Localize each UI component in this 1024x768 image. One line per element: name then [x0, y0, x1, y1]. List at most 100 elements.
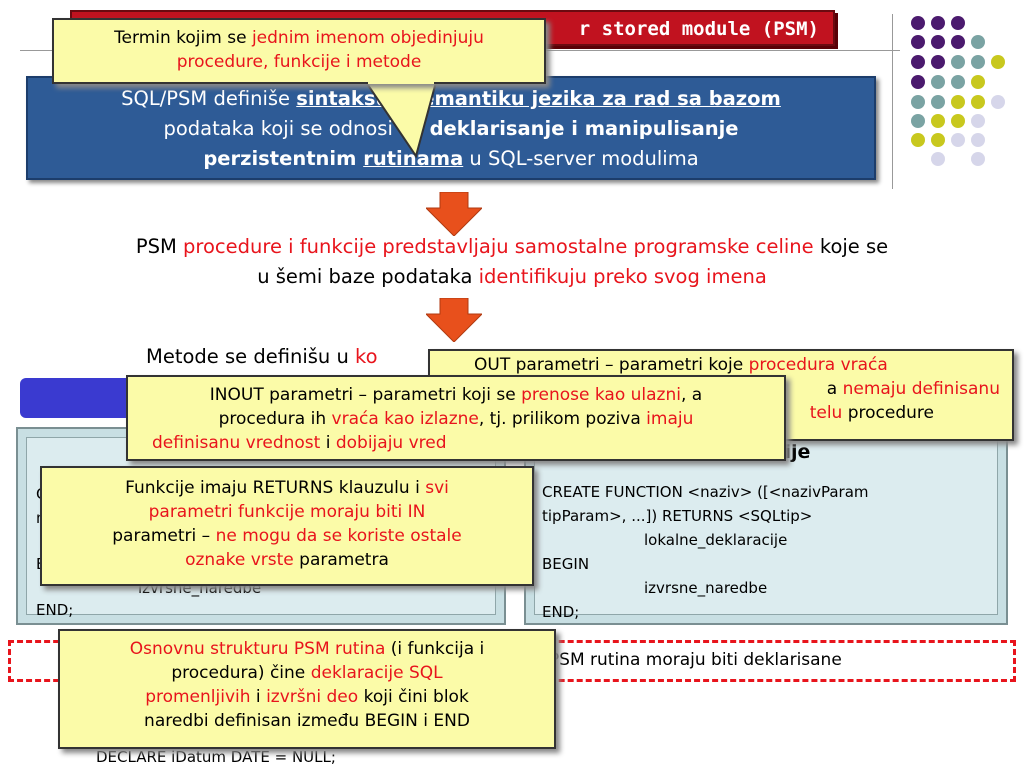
text: parametra	[293, 550, 389, 570]
dot	[971, 114, 985, 128]
dot	[951, 55, 965, 69]
text: (i funkcija i	[385, 639, 485, 659]
methods-paragraph: Metode se definišu u ko	[146, 345, 378, 368]
functions-panel-inner	[534, 437, 998, 615]
callout-line: naredbi definisan između BEGIN i END	[68, 709, 546, 733]
dot	[951, 75, 965, 89]
text: u šemi baze podataka	[257, 265, 479, 288]
callout-line: a nemaju definisanu	[474, 377, 1004, 401]
callout-line: Termin kojim se jednim imenom objedinjuj…	[62, 26, 536, 50]
text: Funkcije imaju RETURNS klauzulu i	[125, 478, 426, 498]
definition-emphasis: deklarisanje i manipulisanje	[429, 117, 739, 140]
code-line: END;	[36, 601, 74, 619]
callout-line: telu procedure	[474, 401, 1004, 425]
code-line: BEGIN	[542, 555, 590, 573]
dot	[991, 55, 1005, 69]
dot	[931, 133, 945, 147]
functions-panel: Funkcije CREATE FUNCTION <naziv> ([<nazi…	[524, 427, 1008, 625]
text: , tj. prilikom poziva	[478, 409, 647, 429]
callout-pointer	[364, 82, 438, 159]
dot	[911, 16, 925, 30]
dot	[931, 114, 945, 128]
text: naredbi definisan između BEGIN i END	[144, 711, 470, 731]
code-line: lokalne_deklaracije	[644, 531, 788, 549]
text: PSM	[135, 235, 184, 258]
psm-paragraph: PSM procedure i funkcije predstavljaju s…	[20, 232, 1004, 292]
dot	[971, 95, 985, 109]
highlight-text: deklaracije SQL	[310, 663, 443, 683]
dot	[971, 133, 985, 147]
vertical-divider	[892, 14, 893, 189]
callout-line: definisanu vrednost i dobijaju vred	[136, 431, 776, 455]
text: i	[320, 433, 336, 453]
definition-emphasis: rutinama	[363, 147, 464, 170]
dot	[911, 55, 925, 69]
dot	[951, 95, 965, 109]
dashed-note-text: lu PSM rutina moraju biti deklarisane	[528, 650, 842, 670]
dot	[931, 152, 945, 166]
code-line: CREATE FUNCTION <naziv> ([<nazivParam	[542, 483, 869, 501]
highlight-text: ne mogu da se koriste ostale	[215, 526, 462, 546]
psm-line-2: u šemi baze podataka identifikuju preko …	[20, 262, 1004, 292]
text: i	[250, 687, 267, 707]
callout-line: parametri – ne mogu da se koriste ostale	[50, 524, 524, 548]
definition-text: SQL/PSM definiše	[121, 87, 297, 110]
highlight-text: vraća kao izlazne	[331, 409, 479, 429]
code-line: izvrsne_naredbe	[644, 579, 768, 597]
callout-line: OUT parametri – parametri koje procedura…	[474, 353, 1004, 377]
down-arrow-icon	[426, 298, 482, 342]
dot	[911, 75, 925, 89]
dot	[951, 35, 965, 49]
inout-parameters-callout: INOUT parametri – parametri koji se pren…	[126, 375, 786, 461]
dot	[971, 152, 985, 166]
text: Termin kojim se	[114, 28, 252, 48]
dot	[911, 114, 925, 128]
code-line: tipParam>, ...]) RETURNS <SQLtip>	[542, 507, 813, 525]
psm-line-1: PSM procedure i funkcije predstavljaju s…	[20, 232, 1004, 262]
slide-title: r stored module (PSM)	[578, 18, 819, 40]
callout-line: oznake vrste parametra	[50, 548, 524, 572]
text: , a	[680, 385, 703, 405]
highlight-text: definisanu vrednost	[152, 433, 321, 453]
dot	[911, 95, 925, 109]
text: INOUT parametri – parametri koji se	[209, 385, 522, 405]
dot	[931, 16, 945, 30]
dot	[951, 114, 965, 128]
definition-line-2: podataka koji se odnosi na deklarisanje …	[28, 114, 874, 144]
definition-text: podataka koji se odnosi na	[163, 117, 430, 140]
dot	[931, 95, 945, 109]
down-arrow-icon	[426, 192, 482, 236]
highlight-text: jednim imenom objedinjuju	[251, 28, 484, 48]
text: procedure	[842, 403, 934, 423]
dot	[991, 95, 1005, 109]
callout-line: procedure, funkcije i metode	[62, 50, 536, 74]
text: parametri –	[112, 526, 216, 546]
callout-line: Osnovnu strukturu PSM rutina (i funkcija…	[68, 637, 546, 661]
highlight-text: ko	[355, 345, 378, 368]
dot	[911, 35, 925, 49]
text: OUT parametri – parametri koje	[474, 355, 749, 375]
highlight-text: imaju	[646, 409, 694, 429]
dot	[931, 55, 945, 69]
highlight-text: prenose kao ulazni	[521, 385, 681, 405]
definition-line-3: perzistentnim rutinama u SQL-server modu…	[28, 144, 874, 174]
dot	[931, 75, 945, 89]
text: procedura ih	[218, 409, 332, 429]
definition-text: u SQL-server modulima	[463, 147, 699, 170]
basic-structure-callout: Osnovnu strukturu PSM rutina (i funkcija…	[58, 629, 556, 749]
text: a	[826, 379, 843, 399]
highlight-text: identifikuju preko svog imena	[478, 265, 767, 288]
termin-callout: Termin kojim se jednim imenom objedinjuj…	[52, 18, 546, 84]
highlight-text: svi	[425, 478, 449, 498]
text: procedura) čine	[171, 663, 311, 683]
text: Metode se definišu u	[146, 345, 356, 368]
text: koji čini blok	[358, 687, 469, 707]
definition-box: SQL/PSM definiše sintaksu i semantiku je…	[26, 76, 876, 180]
highlight-text: oznake vrste	[185, 550, 294, 570]
highlight-text: izvršni deo	[266, 687, 359, 707]
highlight-text: nemaju definisanu	[842, 379, 1000, 399]
bottom-code-line: DECLARE iDatum DATE = NULL;	[96, 748, 336, 766]
dot	[971, 55, 985, 69]
highlight-text: procedura vraća	[748, 355, 888, 375]
dot	[931, 35, 945, 49]
